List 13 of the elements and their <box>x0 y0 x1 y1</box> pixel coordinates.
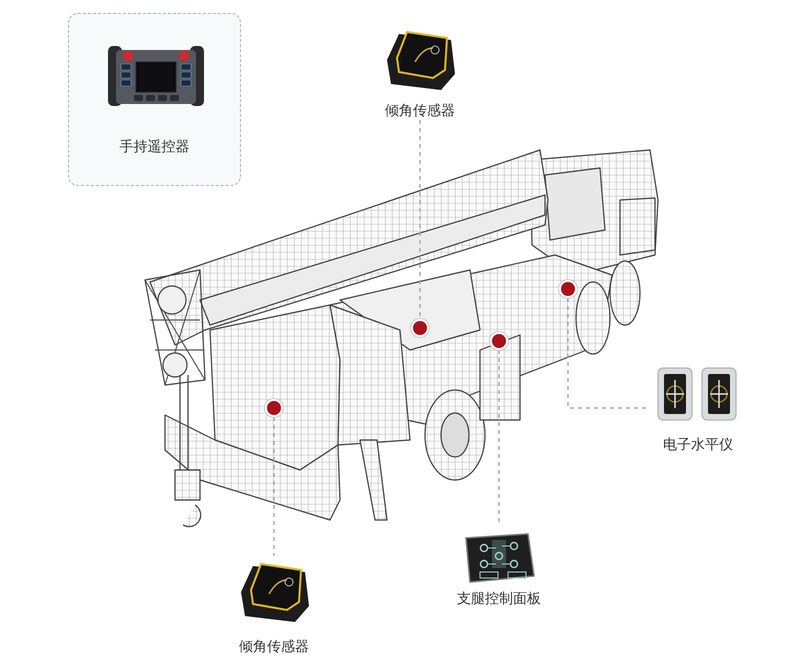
device-label: 支腿控制面板 <box>457 590 541 608</box>
marker-dot <box>265 399 283 417</box>
marker-dot <box>490 332 508 350</box>
connector-line <box>273 417 275 556</box>
device-label: 倾角传感器 <box>239 638 309 656</box>
device-label: 倾角传感器 <box>385 102 455 120</box>
device-label: 手持遥控器 <box>120 138 190 156</box>
device-label: 电子水平仪 <box>663 436 733 454</box>
marker-dot <box>559 280 577 298</box>
device-card <box>68 13 241 186</box>
marker-dot <box>411 319 429 337</box>
connector-line <box>419 120 421 319</box>
connector-line <box>567 298 648 409</box>
